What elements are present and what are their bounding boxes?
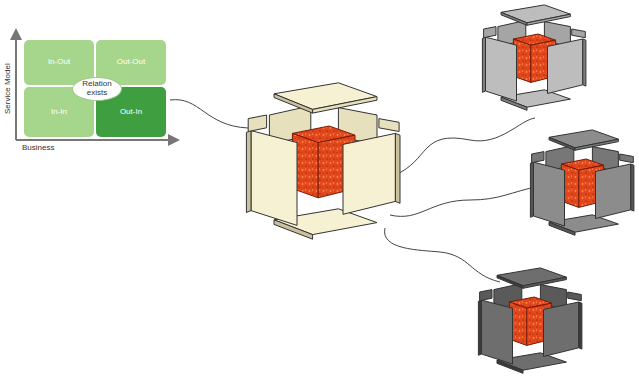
cube-panel [583, 39, 586, 86]
cube-panel [395, 133, 400, 203]
cube-panel [246, 131, 251, 213]
cube-panel [343, 133, 395, 214]
cube-panel [527, 14, 570, 25]
cell-label: In-Out [48, 58, 70, 67]
cube-panel [544, 302, 579, 357]
cube-panel [596, 164, 631, 219]
relation-label: Relation exists [79, 80, 115, 98]
cube-panel [548, 39, 583, 94]
exploded-cube [530, 130, 634, 235]
axis-label: Service Model [3, 64, 12, 115]
wire [170, 100, 248, 128]
cube-panel [274, 83, 377, 110]
cube-panel [379, 119, 399, 132]
cube-panel [501, 12, 527, 25]
wire [395, 118, 535, 175]
cube-panel [631, 164, 634, 211]
cube-panel [497, 275, 523, 288]
cube-panel [482, 37, 485, 92]
cube-panel [480, 290, 492, 301]
exploded-cube [478, 268, 582, 373]
exploded-cube [482, 5, 586, 110]
cube-panel [484, 27, 496, 38]
cube-panel [575, 139, 618, 150]
cube-panel [251, 131, 297, 226]
cell-label: Out-In [120, 108, 142, 117]
exploded-cube [246, 83, 400, 239]
wire [390, 186, 540, 216]
cube-panel [579, 302, 582, 349]
cube-panel [530, 162, 533, 217]
cube-panel [549, 130, 618, 148]
cube-panel [497, 268, 566, 286]
cube-panel [534, 162, 565, 226]
cube-panel [523, 277, 566, 288]
wire [385, 228, 500, 282]
axis-line [16, 139, 178, 141]
cell-label: Out-Out [117, 58, 145, 67]
cube-panel [572, 29, 586, 38]
axis-label: Business [22, 143, 54, 152]
cube-panel [478, 300, 481, 355]
cube-panel [532, 152, 544, 163]
cube-panel [568, 292, 582, 301]
cube-panel [482, 300, 513, 364]
cube-panel [486, 37, 517, 101]
cube-panel [274, 94, 313, 113]
cube-panel [501, 5, 570, 23]
cube-panel [248, 115, 266, 132]
cube-panel [549, 137, 575, 150]
relation-oval: Relation exists [72, 77, 122, 101]
cube-panel [313, 97, 377, 114]
axis-line [15, 30, 17, 140]
cube-panel [620, 154, 634, 163]
cell-label: In-In [51, 108, 67, 117]
